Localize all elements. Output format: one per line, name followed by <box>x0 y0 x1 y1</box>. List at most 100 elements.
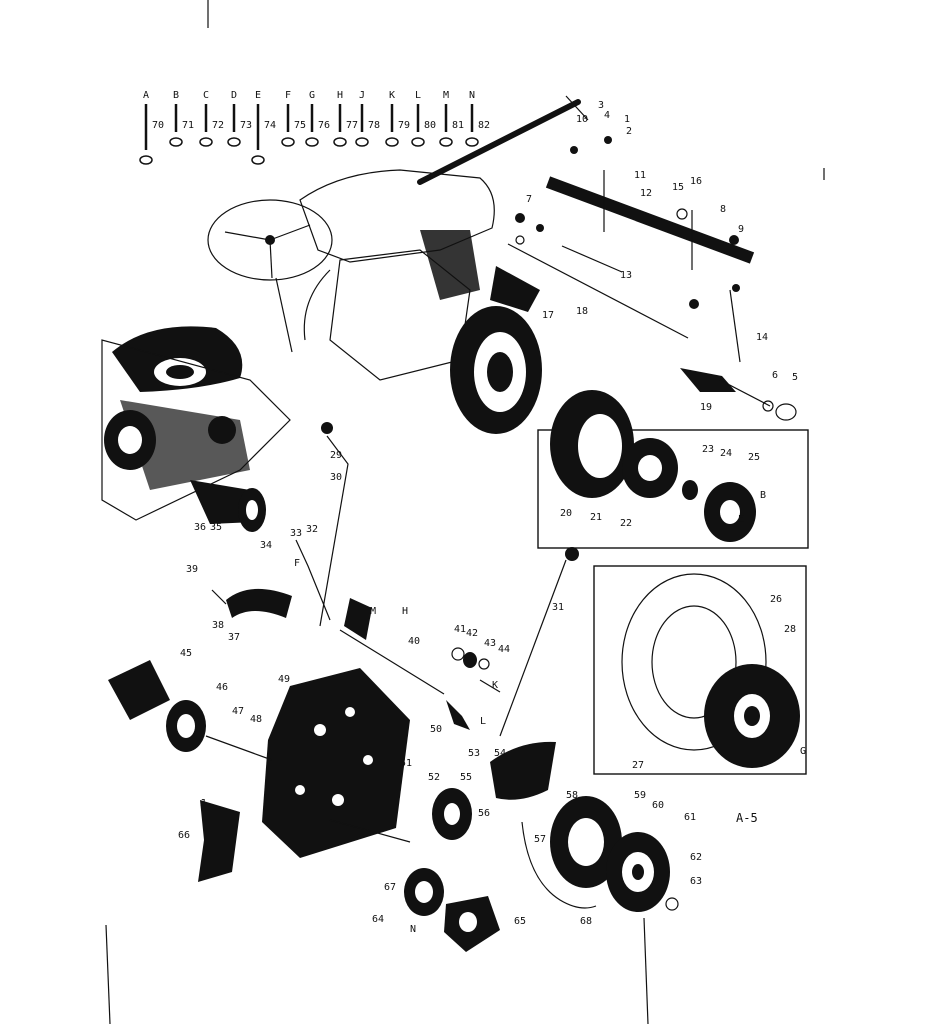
hardware-letter: K <box>389 90 395 101</box>
part-number-55: 55 <box>460 772 472 783</box>
part-number-23: 23 <box>702 444 714 455</box>
hardware-letter: L <box>415 90 421 101</box>
connector-letter: M <box>370 606 376 617</box>
part-number-3: 3 <box>598 100 604 111</box>
part-number-36: 36 <box>194 522 206 533</box>
washer <box>139 155 153 165</box>
connector-letter: F <box>294 558 300 569</box>
shift-shaft <box>339 598 470 730</box>
steering-wheel <box>207 199 333 353</box>
part-number-8: 8 <box>720 204 726 215</box>
part-number-30: 30 <box>330 472 342 483</box>
hardware-letter: M <box>443 90 449 101</box>
part-number-56: 56 <box>478 808 490 819</box>
part-number-17: 17 <box>542 310 554 321</box>
washer <box>227 137 241 147</box>
connector-letter: N <box>410 924 416 935</box>
connector-letter: E <box>738 514 744 525</box>
part-number-63: 63 <box>690 876 702 887</box>
hardware-number: 79 <box>398 120 410 131</box>
part-number-28: 28 <box>784 624 796 635</box>
part-number-14: 14 <box>756 332 768 343</box>
scan-mark <box>105 924 111 1024</box>
washer <box>333 137 347 147</box>
part-number-35: 35 <box>210 522 222 533</box>
brake-band <box>211 588 292 618</box>
part-number-38: 38 <box>212 620 224 631</box>
part-number-26: 26 <box>770 594 782 605</box>
part-number-61: 61 <box>684 812 696 823</box>
axle-hardware <box>515 136 797 421</box>
part-number-2: 2 <box>626 126 632 137</box>
part-number-31: 31 <box>552 602 564 613</box>
washer <box>199 137 213 147</box>
hardware-number: 73 <box>240 120 252 131</box>
part-number-12: 12 <box>640 188 652 199</box>
rear-axle-flange <box>238 488 266 532</box>
cable <box>521 821 597 909</box>
washer <box>411 137 425 147</box>
washer <box>439 137 453 147</box>
part-number-15: 15 <box>672 182 684 193</box>
pulley-set <box>404 788 500 952</box>
hardware-letter: J <box>359 90 365 101</box>
connector-letter: G <box>800 746 806 757</box>
front-wheel-panel <box>537 390 809 549</box>
washer <box>385 137 399 147</box>
part-number-27: 27 <box>632 760 644 771</box>
connector-letter: J <box>200 798 206 809</box>
part-number-43: 43 <box>484 638 496 649</box>
hardware-letter: N <box>469 90 475 101</box>
hardware-letter: B <box>173 90 179 101</box>
part-number-39: 39 <box>186 564 198 575</box>
part-number-41: 41 <box>454 624 466 635</box>
part-number-53: 53 <box>468 748 480 759</box>
hardware-letter: C <box>203 90 209 101</box>
part-number-65: 65 <box>514 916 526 927</box>
part-number-62: 62 <box>690 852 702 863</box>
transmission-housing <box>262 668 410 858</box>
tie-rod <box>507 243 771 407</box>
rear-wheel-panel <box>593 565 807 775</box>
part-number-18: 18 <box>576 306 588 317</box>
part-number-6: 6 <box>772 370 778 381</box>
part-number-48: 48 <box>250 714 262 725</box>
part-number-49: 49 <box>278 674 290 685</box>
hardware-number: 70 <box>152 120 164 131</box>
hardware-number: 76 <box>318 120 330 131</box>
part-number-34: 34 <box>260 540 272 551</box>
part-number-16: 16 <box>690 176 702 187</box>
washer <box>465 137 479 147</box>
washer <box>305 137 319 147</box>
part-number-57: 57 <box>534 834 546 845</box>
part-number-20: 20 <box>560 508 572 519</box>
part-number-9: 9 <box>738 224 744 235</box>
part-number-21: 21 <box>590 512 602 523</box>
part-number-60: 60 <box>652 800 664 811</box>
part-number-51: 51 <box>400 758 412 769</box>
part-number-45: 45 <box>180 648 192 659</box>
brake-drum-assembly <box>550 796 679 912</box>
part-number-7: 7 <box>526 194 532 205</box>
spindle-bracket <box>490 266 540 312</box>
part-number-52: 52 <box>428 772 440 783</box>
part-number-33: 33 <box>290 528 302 539</box>
seat-and-frame <box>101 326 291 524</box>
hardware-letter: D <box>231 90 237 101</box>
hardware-number: 81 <box>452 120 464 131</box>
part-number-1: 1 <box>624 114 630 125</box>
part-number-59: 59 <box>634 790 646 801</box>
linkage-hardware <box>451 647 501 693</box>
part-number-58: 58 <box>566 790 578 801</box>
part-number-11: 11 <box>634 170 646 181</box>
part-number-4: 4 <box>604 110 610 121</box>
washer <box>169 137 183 147</box>
hardware-number: 71 <box>182 120 194 131</box>
front-axle-beam <box>545 170 755 270</box>
part-number-64: 64 <box>372 914 384 925</box>
hardware-letter: E <box>255 90 261 101</box>
part-number-66: 66 <box>178 830 190 841</box>
